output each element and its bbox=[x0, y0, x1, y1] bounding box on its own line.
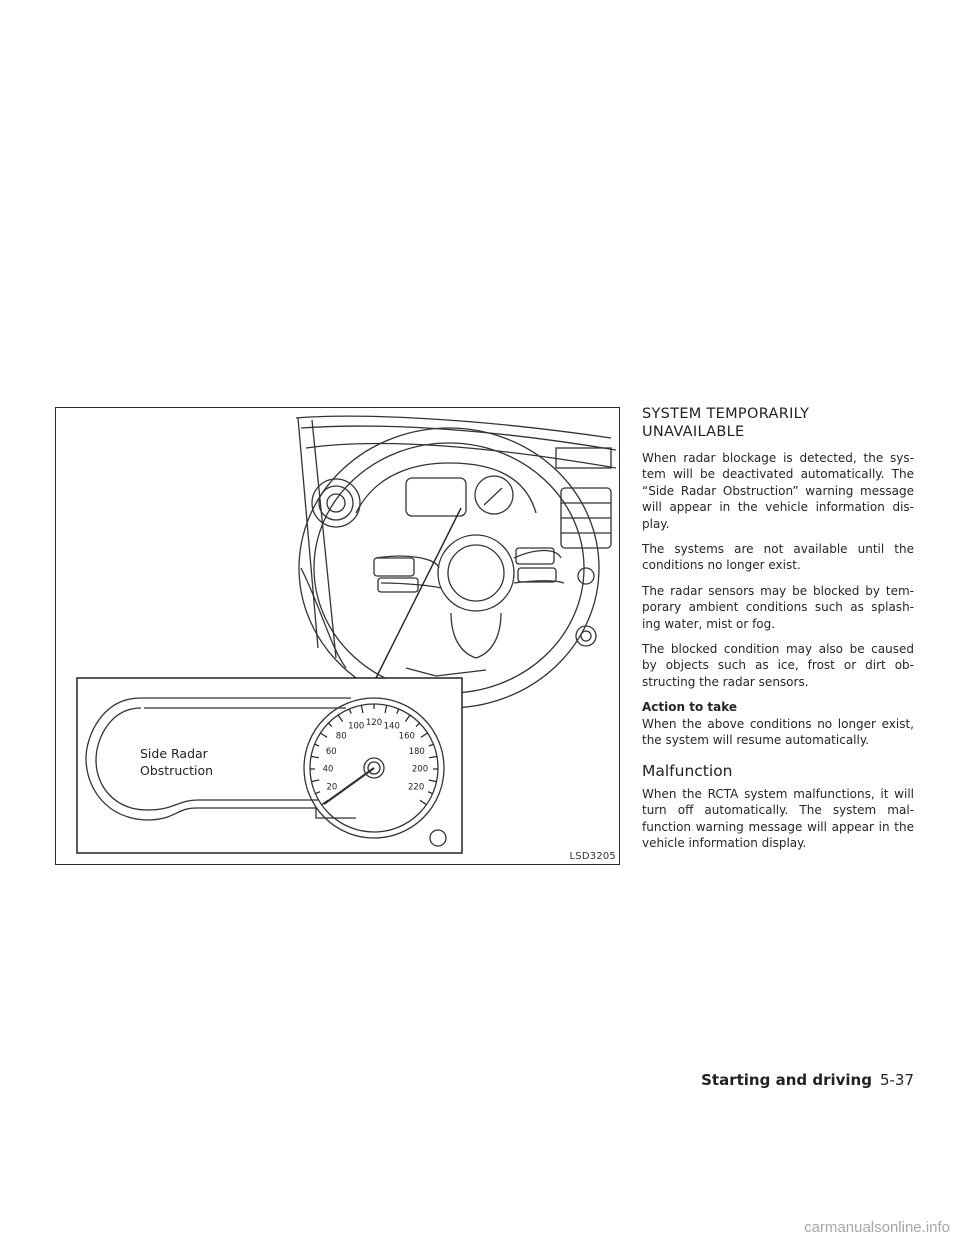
gauge-tick bbox=[310, 755, 320, 759]
action-block: Action to take When the above conditions… bbox=[642, 699, 914, 748]
section-title-line2: UNAVAILABLE bbox=[642, 424, 745, 440]
gauge-tick bbox=[428, 755, 438, 759]
paragraph: When radar blockage is detected, the sys… bbox=[642, 451, 914, 531]
figure-code: LSD3205 bbox=[569, 851, 616, 862]
paragraph: The blocked condition may also be caused… bbox=[642, 642, 914, 689]
page-footer: Starting and driving 5-37 bbox=[701, 1071, 914, 1089]
gauge-tick bbox=[427, 791, 433, 795]
gauge-tick bbox=[337, 714, 344, 722]
gauge-tick bbox=[428, 779, 437, 783]
gauge-tick bbox=[384, 705, 388, 714]
gauge-tick-label: 200 bbox=[412, 765, 428, 775]
gauge-tick bbox=[314, 743, 320, 747]
gauge-tick-label: 100 bbox=[348, 722, 364, 732]
gauge-tick bbox=[311, 779, 320, 783]
gauge-tick bbox=[404, 714, 411, 722]
gauge-tick-label: 140 bbox=[384, 722, 400, 732]
gauge-tick-label: 220 bbox=[408, 782, 424, 792]
malfunction-text: When the RCTA system malfunctions, it wi… bbox=[642, 786, 914, 851]
gauge-tick bbox=[396, 708, 400, 714]
text-column: SYSTEM TEMPORARILY UNAVAILABLE When rada… bbox=[642, 405, 914, 861]
gauge-tick bbox=[320, 732, 328, 738]
gauge-tick bbox=[327, 722, 333, 728]
gauge-tick bbox=[315, 791, 321, 795]
section-title: SYSTEM TEMPORARILY UNAVAILABLE bbox=[642, 405, 914, 441]
gauge-tick-label: 120 bbox=[366, 718, 382, 728]
gauge-tick-label: 20 bbox=[326, 782, 337, 792]
gauge-tick bbox=[321, 799, 329, 806]
action-text: When the above conditions no longer exis… bbox=[642, 716, 914, 748]
chapter-name: Starting and driving bbox=[701, 1071, 872, 1089]
malfunction-title: Malfunction bbox=[642, 761, 733, 780]
gauge-tick bbox=[415, 722, 421, 728]
inset-warning-message: Side Radar Obstruction bbox=[140, 745, 270, 779]
paragraph: The systems are not available until the … bbox=[642, 542, 914, 573]
gauge-tick-label: 40 bbox=[323, 765, 334, 775]
action-heading: Action to take bbox=[642, 700, 738, 715]
gauge-tick bbox=[428, 743, 434, 747]
section-title-line1: SYSTEM TEMPORARILY bbox=[642, 406, 810, 422]
gauge-tick bbox=[420, 732, 428, 738]
gauge-tick bbox=[419, 799, 427, 806]
gauge-tick bbox=[360, 705, 364, 714]
inset-message-line2: Obstruction bbox=[140, 763, 214, 778]
watermark: carmanualsonline.info bbox=[804, 1219, 950, 1236]
gauge-tick-label: 80 bbox=[336, 732, 347, 742]
gauge-tick-label: 60 bbox=[326, 747, 337, 757]
paragraph: The radar sensors may be blocked by tem-… bbox=[642, 583, 914, 631]
gauge-tick-label: 180 bbox=[409, 747, 425, 757]
inset-message-line1: Side Radar bbox=[140, 746, 208, 761]
gauge-tick bbox=[348, 708, 352, 714]
gauge-tick-label: 160 bbox=[399, 732, 415, 742]
page-number: 5-37 bbox=[879, 1071, 914, 1089]
